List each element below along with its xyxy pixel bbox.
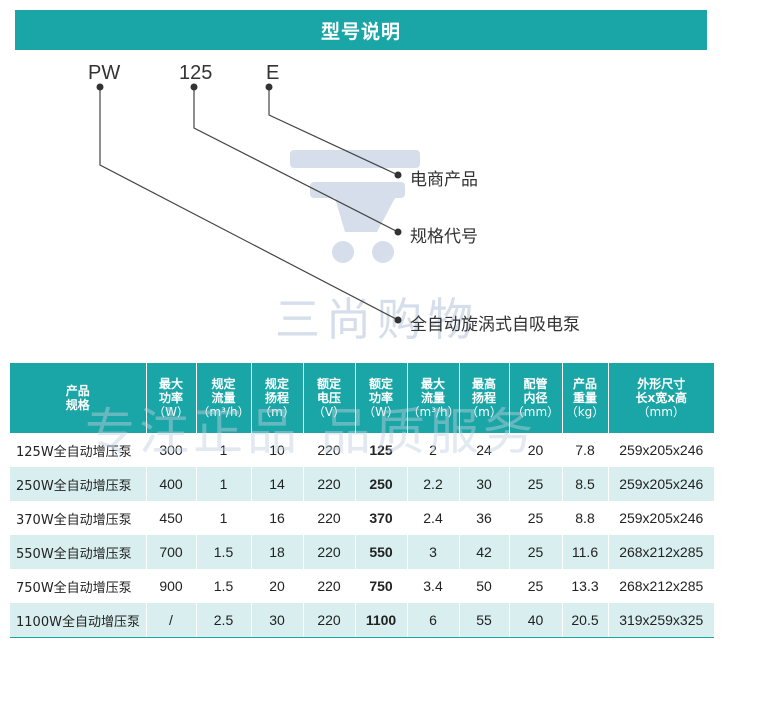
cell-max-flow: 3 [407,535,460,569]
header-product-spec: 产品规格 [10,363,147,433]
cell-rated-voltage: 220 [303,467,356,501]
cell-rated-head: 20 [251,569,304,603]
cell-rated-head: 14 [251,467,304,501]
cell-pipe-diameter: 25 [509,467,563,501]
cell-dimensions: 259x205x246 [608,433,714,467]
cell-rated-power: 125 [355,433,408,467]
cell-dimensions: 268x212x285 [608,569,714,603]
cell-pipe-diameter: 25 [509,535,563,569]
cell-dimensions: 259x205x246 [608,467,714,501]
cell-product-name: 750W全自动增压泵 [10,569,147,603]
cell-max-head: 50 [459,569,510,603]
header-rated-power: 额定功率（W） [355,363,408,433]
cell-max-head: 42 [459,535,510,569]
cell-max-power: 900 [146,569,197,603]
cell-dimensions: 319x259x325 [608,603,714,638]
cell-rated-head: 10 [251,433,304,467]
cell-rated-flow: 1 [196,501,252,535]
cell-weight: 8.8 [562,501,609,535]
cell-max-head: 55 [459,603,510,638]
cell-max-power: 450 [146,501,197,535]
cell-rated-power: 550 [355,535,408,569]
cell-rated-head: 18 [251,535,304,569]
cell-rated-head: 30 [251,603,304,638]
cell-rated-power: 370 [355,501,408,535]
cell-rated-head: 16 [251,501,304,535]
cell-rated-power: 250 [355,467,408,501]
cell-rated-power: 1100 [355,603,408,638]
cell-rated-voltage: 220 [303,535,356,569]
legend-ecommerce-product: 电商产品 [410,170,478,190]
header-rated-head: 规定扬程（m） [251,363,304,433]
header-rated-flow: 规定流量（m³/h） [196,363,252,433]
cell-rated-voltage: 220 [303,433,356,467]
cell-weight: 20.5 [562,603,609,638]
model-code-suffix: E [266,62,280,84]
header-max-head: 最高扬程（m） [459,363,510,433]
watermark-slogan: 专注正品 品质服务 [85,403,537,461]
cell-weight: 11.6 [562,535,609,569]
cell-max-power: 400 [146,467,197,501]
section-title-banner: 型号说明 [15,10,707,50]
cell-max-head: 24 [459,433,510,467]
watermark-brand: 三尚购物 [275,293,480,346]
cell-rated-flow: 2.5 [196,603,252,638]
cell-product-name: 1100W全自动增压泵 [10,603,147,638]
cell-rated-flow: 1 [196,467,252,501]
cell-weight: 7.8 [562,433,609,467]
model-code-series: PW [88,62,121,84]
cell-pipe-diameter: 25 [509,569,563,603]
cell-weight: 13.3 [562,569,609,603]
cell-dimensions: 259x205x246 [608,501,714,535]
cell-product-name: 125W全自动增压泵 [10,433,147,467]
legend-pump-type: 全自动旋涡式自吸电泵 [410,315,580,335]
header-max-power: 最大功率（W） [146,363,197,433]
cell-weight: 8.5 [562,467,609,501]
cell-rated-power: 750 [355,569,408,603]
legend-size-code: 规格代号 [410,227,478,247]
cell-max-flow: 2 [407,433,460,467]
cell-rated-voltage: 220 [303,501,356,535]
model-leader-lines [96,83,402,324]
cell-pipe-diameter: 20 [509,433,563,467]
header-pipe-diameter: 配管内径（mm） [509,363,563,433]
cell-rated-voltage: 220 [303,603,356,638]
cell-product-name: 370W全自动增压泵 [10,501,147,535]
header-max-flow: 最大流量（m³/h） [407,363,460,433]
cell-max-flow: 2.4 [407,501,460,535]
cell-max-power: 700 [146,535,197,569]
model-code-size: 125 [179,62,213,84]
header-dimensions: 外形尺寸长x宽x高（mm） [608,363,714,433]
section-title: 型号说明 [320,20,401,43]
cell-product-name: 250W全自动增压泵 [10,467,147,501]
cell-dimensions: 268x212x285 [608,535,714,569]
cell-max-head: 36 [459,501,510,535]
cell-max-flow: 6 [407,603,460,638]
cell-rated-voltage: 220 [303,569,356,603]
cell-max-power: 300 [146,433,197,467]
cell-rated-flow: 1.5 [196,569,252,603]
cell-rated-flow: 1.5 [196,535,252,569]
cell-product-name: 550W全自动增压泵 [10,535,147,569]
cell-max-flow: 2.2 [407,467,460,501]
cell-pipe-diameter: 40 [509,603,563,638]
cell-pipe-diameter: 25 [509,501,563,535]
cell-max-flow: 3.4 [407,569,460,603]
cell-max-head: 30 [459,467,510,501]
header-weight: 产品重量（kg） [562,363,609,433]
cell-max-power: / [146,603,197,638]
header-rated-voltage: 额定电压（V） [303,363,356,433]
spec-table: 产品规格 最大功率（W） 规定流量（m³/h） 规定扬程（m） 额定电压（V） … [10,363,714,638]
cell-rated-flow: 1 [196,433,252,467]
table-header-row: 产品规格 最大功率（W） 规定流量（m³/h） 规定扬程（m） 额定电压（V） … [10,363,714,433]
